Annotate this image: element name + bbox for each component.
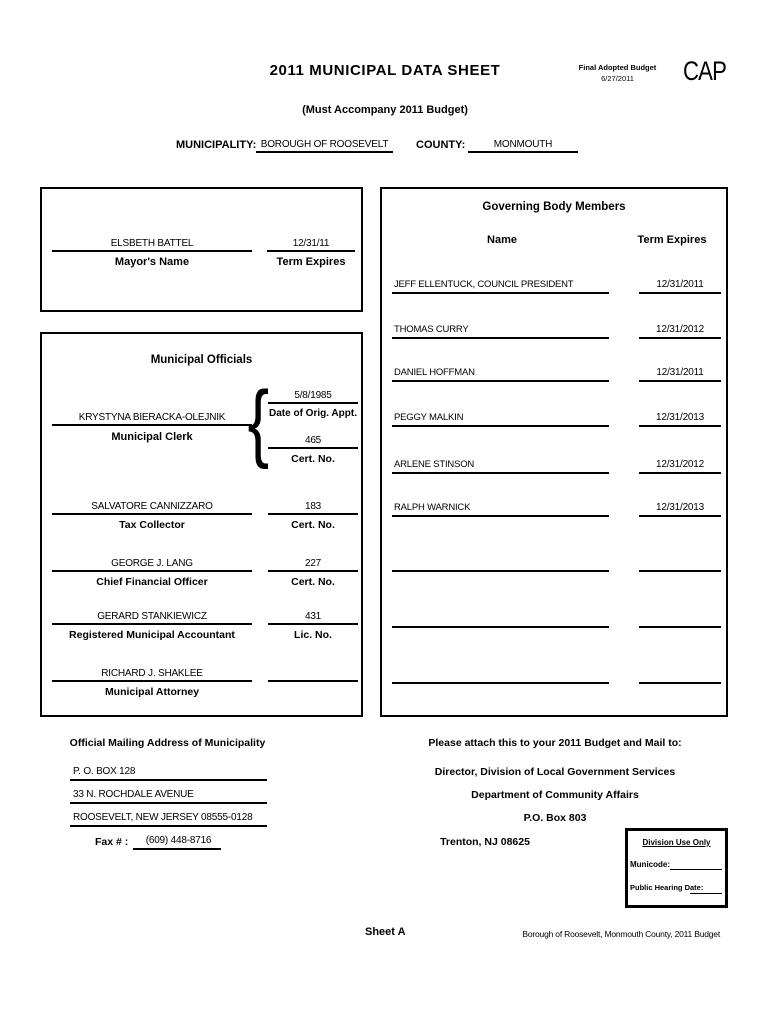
- mayor-box: ELSBETH BATTEL Mayor's Name 12/31/11 Ter…: [40, 187, 363, 312]
- governing-body-box: Governing Body Members Name Term Expires…: [380, 187, 728, 717]
- member-term-blank: [639, 553, 721, 572]
- municode-label: Municode:: [630, 860, 670, 869]
- member-term: 12/31/2011: [639, 363, 721, 382]
- stamp-line1: Final Adopted Budget: [578, 63, 657, 72]
- member-name-blank: [392, 553, 609, 572]
- stamp-date: 6/27/2011: [601, 74, 634, 83]
- fax-label: Fax # :: [95, 836, 129, 848]
- mayor-term-label: Term Expires: [276, 256, 346, 268]
- member-name: PEGGY MALKIN: [392, 408, 609, 427]
- cap-label: CAP: [683, 56, 727, 86]
- page-title: 2011 MUNICIPAL DATA SHEET: [269, 62, 501, 79]
- member-name-blank: [392, 609, 609, 628]
- municode-field: [670, 869, 722, 870]
- public-hearing-field: [690, 893, 722, 894]
- member-name: RALPH WARNICK: [392, 498, 609, 517]
- member-term: 12/31/2013: [639, 498, 721, 517]
- official-cert-label: Cert. No.: [291, 576, 335, 588]
- mailto-line1: Director, Division of Local Government S…: [434, 766, 676, 778]
- official-title: Municipal Attorney: [104, 686, 200, 698]
- mayor-name-value: ELSBETH BATTEL: [52, 229, 252, 252]
- member-term: 12/31/2013: [639, 408, 721, 427]
- fax-value: (609) 448-8716: [133, 832, 221, 850]
- governing-term-header: Term Expires: [637, 234, 707, 246]
- official-title: Chief Financial Officer: [96, 576, 208, 588]
- clerk-cert-label: Cert. No.: [291, 453, 335, 465]
- mailto-line3: P.O. Box 803: [523, 812, 587, 824]
- governing-box-title: Governing Body Members: [482, 201, 626, 213]
- mailing-address-title: Official Mailing Address of Municipality: [69, 737, 266, 749]
- clerk-brace: {: [247, 374, 270, 470]
- clerk-name: KRYSTYNA BIERACKA-OLEJNIK: [52, 406, 252, 426]
- member-term-blank: [639, 609, 721, 628]
- member-name: JEFF ELLENTUCK, COUNCIL PRESIDENT: [392, 275, 609, 294]
- member-name: ARLENE STINSON: [392, 455, 609, 474]
- clerk-title: Municipal Clerk: [111, 431, 193, 443]
- mailing-address-line2: 33 N. ROCHDALE AVENUE: [70, 786, 267, 804]
- official-lic-no: 431: [268, 604, 358, 625]
- official-name: GERARD STANKIEWICZ: [52, 604, 252, 625]
- member-term: 12/31/2011: [639, 275, 721, 294]
- clerk-cert-no: 465: [268, 431, 358, 449]
- official-cert-label: Cert. No.: [291, 519, 335, 531]
- member-name-blank: [392, 665, 609, 684]
- adopted-budget-stamp: Final Adopted Budget 6/27/2011: [565, 63, 670, 83]
- footer-budget-reference: Borough of Roosevelt, Monmouth County, 2…: [522, 929, 720, 939]
- clerk-orig-appt-label: Date of Orig. Appt.: [269, 408, 357, 419]
- official-title: Registered Municipal Accountant: [69, 629, 235, 641]
- mailing-address-line1: P. O. BOX 128: [70, 763, 267, 781]
- official-name: SALVATORE CANNIZZARO: [52, 494, 252, 515]
- member-term: 12/31/2012: [639, 320, 721, 339]
- official-title: Tax Collector: [119, 519, 185, 531]
- division-use-title: Division Use Only: [642, 838, 711, 847]
- mailto-line2: Department of Community Affairs: [471, 789, 639, 801]
- public-hearing-label: Public Hearing Date:: [630, 883, 704, 892]
- official-blank-value: [268, 661, 358, 682]
- division-use-box: Division Use Only Municode: Public Heari…: [625, 828, 728, 908]
- member-name: DANIEL HOFFMAN: [392, 363, 609, 382]
- clerk-orig-appt-date: 5/8/1985: [268, 386, 358, 404]
- member-name: THOMAS CURRY: [392, 320, 609, 339]
- governing-name-header: Name: [487, 234, 517, 246]
- mailto-title: Please attach this to your 2011 Budget a…: [428, 737, 682, 749]
- official-cert-no: 183: [268, 494, 358, 515]
- county-value: MONMOUTH: [468, 125, 578, 153]
- official-cert-no: 227: [268, 551, 358, 572]
- municipality-label: MUNICIPALITY:: [176, 139, 257, 151]
- sheet-label: Sheet A: [365, 926, 406, 938]
- municipal-officials-box: Municipal Officials 5/8/1985 Date of Ori…: [40, 332, 363, 717]
- page-subtitle: (Must Accompany 2011 Budget): [302, 104, 468, 116]
- officials-box-title: Municipal Officials: [150, 354, 253, 366]
- municipality-value: BOROUGH OF ROOSEVELT: [256, 125, 393, 153]
- official-name: GEORGE J. LANG: [52, 551, 252, 572]
- county-label: COUNTY:: [416, 139, 466, 151]
- mailing-address-line3: ROOSEVELT, NEW JERSEY 08555-0128: [70, 809, 267, 827]
- official-name: RICHARD J. SHAKLEE: [52, 661, 252, 682]
- mayor-term-value: 12/31/11: [267, 229, 355, 252]
- official-lic-label: Lic. No.: [294, 629, 332, 641]
- member-term: 12/31/2012: [639, 455, 721, 474]
- mailto-line4: Trenton, NJ 08625: [440, 836, 530, 848]
- mayor-name-label: Mayor's Name: [114, 256, 190, 268]
- member-term-blank: [639, 665, 721, 684]
